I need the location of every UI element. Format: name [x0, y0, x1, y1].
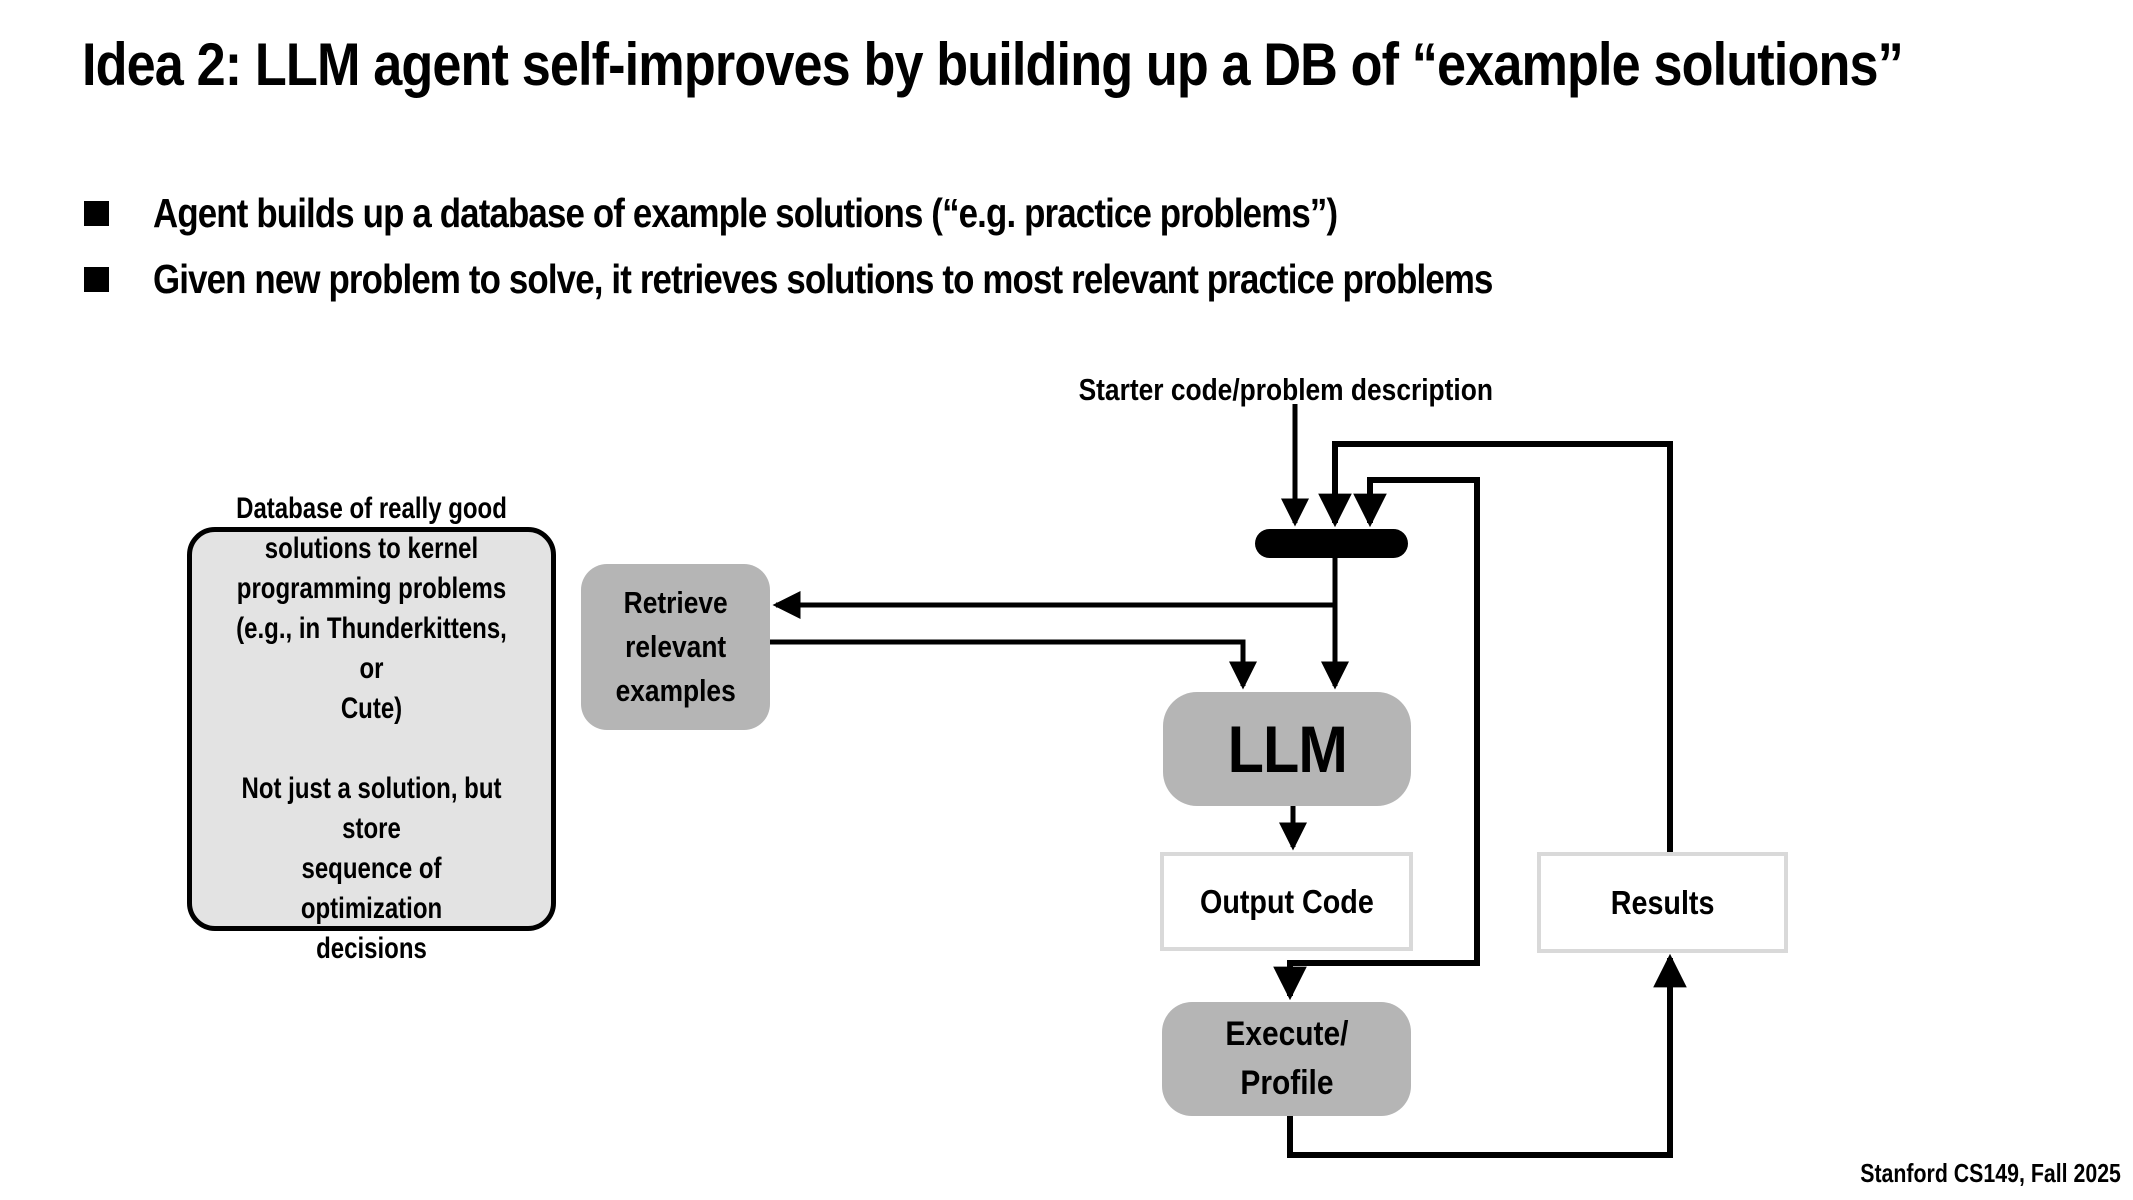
- slide-footer: Stanford CS149, Fall 2025: [1860, 1158, 2121, 1188]
- bullet-item: Given new problem to solve, it retrieves…: [84, 256, 1729, 303]
- retrieve-examples-box: Retrieve relevant examples: [581, 564, 770, 730]
- bullet-text: Agent builds up a database of example so…: [153, 190, 1338, 236]
- arrow-innerloop-to-execute: [1273, 700, 1480, 1001]
- context-merge-bar: [1255, 529, 1408, 558]
- bullet-square-icon: [84, 201, 109, 226]
- bullet-item: Agent builds up a database of example so…: [84, 190, 1546, 237]
- page-title: Idea 2: LLM agent self-improves by build…: [82, 31, 1904, 98]
- database-note-paragraph: Not just a solution, but store sequence …: [241, 772, 502, 965]
- arrow-innerloop-to-bar: [1353, 477, 1480, 700]
- database-note-box: Database of really good solutions to ker…: [187, 492, 556, 965]
- output-code-box: Output Code: [1160, 852, 1413, 951]
- bullet-text: Given new problem to solve, it retrieves…: [153, 256, 1493, 302]
- arrow-results-to-bar: [1318, 441, 1673, 852]
- arrow-retrieve-to-llm: [769, 639, 1257, 690]
- llm-box: LLM: [1163, 692, 1411, 806]
- arrow-execute-to-results: [1287, 953, 1687, 1158]
- database-note-paragraph: Database of really good solutions to ker…: [236, 492, 507, 725]
- starter-code-label: Starter code/problem description: [1078, 372, 1493, 407]
- execute-profile-box: Execute/ Profile: [1162, 1002, 1411, 1116]
- bullet-square-icon: [84, 267, 109, 292]
- results-box: Results: [1537, 852, 1788, 953]
